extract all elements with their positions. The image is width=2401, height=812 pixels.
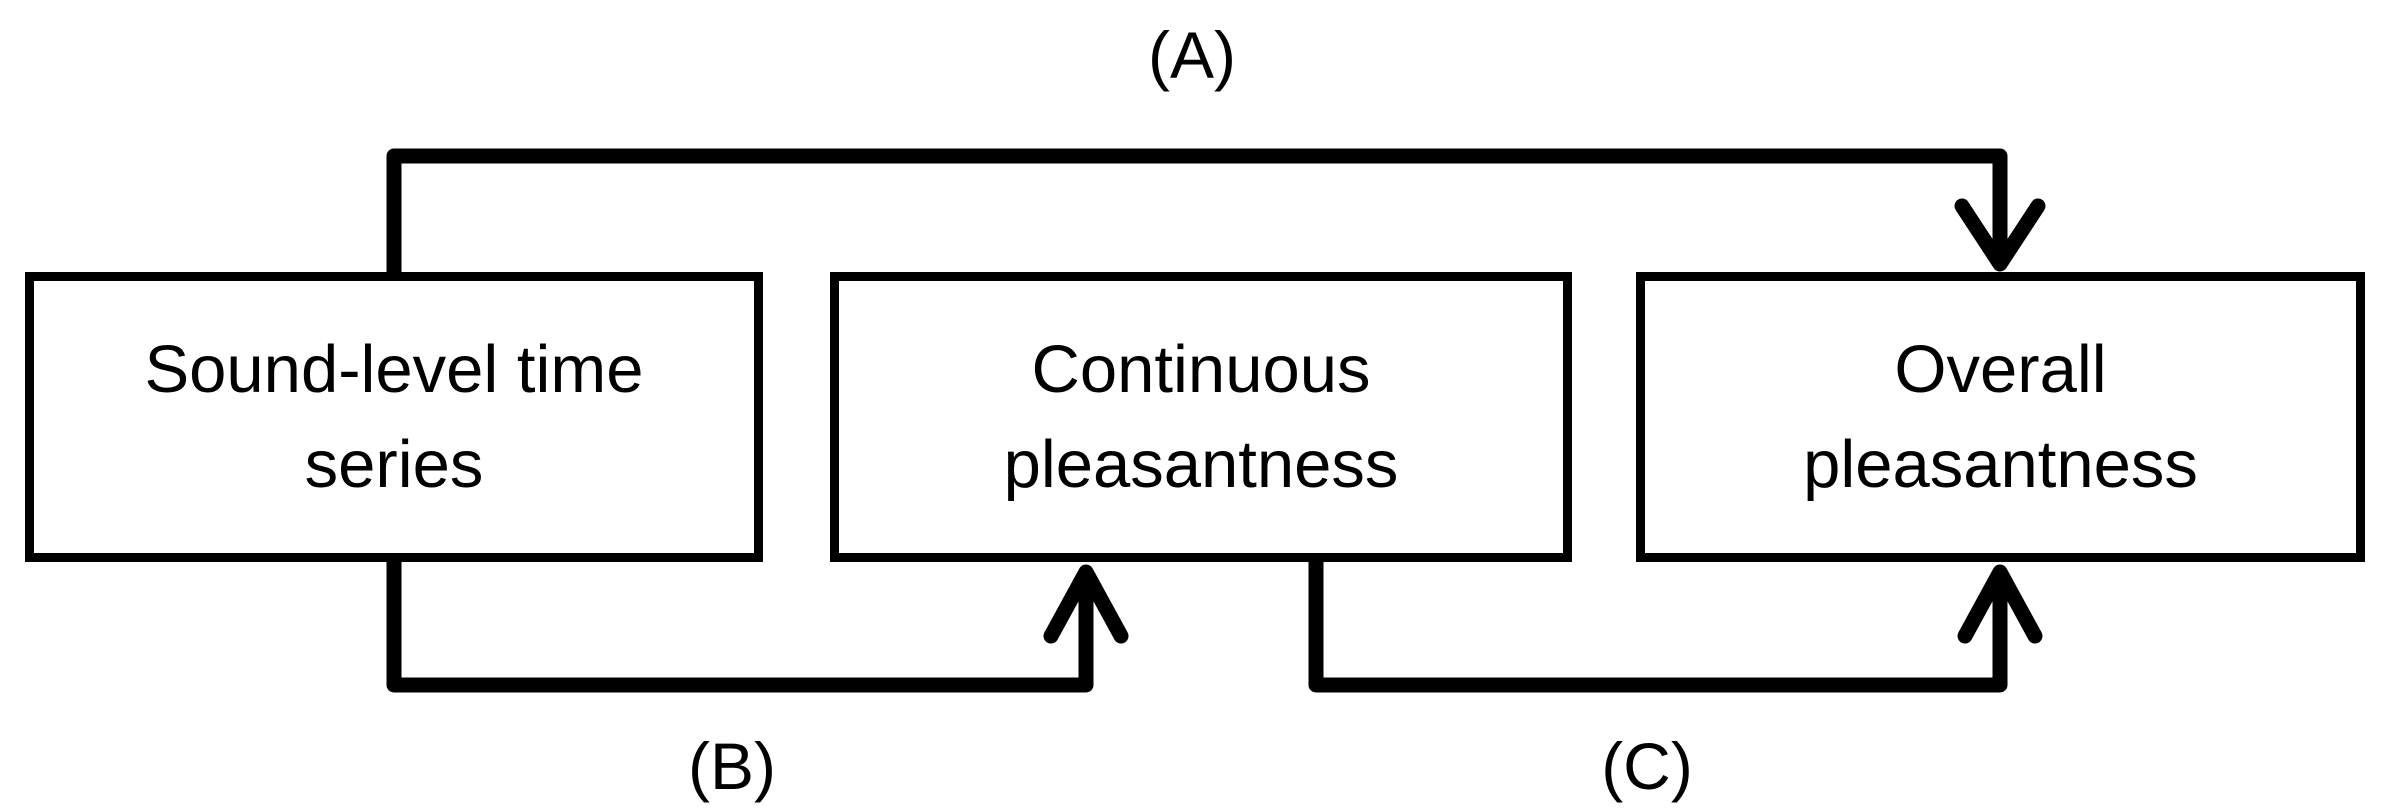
arrow-b-arrowhead-up-icon [1043, 564, 1129, 644]
arrow-c [1308, 552, 2043, 693]
arrow-b [386, 550, 1129, 693]
arrow-b-elbow-line [386, 550, 1094, 693]
box-sound-level-time-series-line1: Sound-level time [144, 332, 644, 407]
box-continuous-pleasantness-line2: pleasantness [1003, 427, 1399, 502]
arrow-a-arrowhead-down-icon [1954, 198, 2046, 272]
arrow-c-elbow-line [1308, 552, 2008, 693]
arrow-a-elbow-line [386, 148, 2008, 285]
arrow-a-label: (A) [1148, 18, 1236, 92]
box-sound-level-time-series: Sound-level time series [25, 272, 763, 562]
arrow-b-label: (B) [688, 729, 776, 803]
arrow-c-label: (C) [1601, 729, 1693, 803]
box-overall-pleasantness: Overall pleasantness [1636, 272, 2365, 562]
box-continuous-pleasantness-line1: Continuous [1031, 332, 1371, 407]
box-overall-pleasantness-line1: Overall [1894, 332, 2107, 407]
arrow-a [386, 148, 2046, 285]
box-overall-pleasantness-line2: pleasantness [1803, 427, 2198, 502]
arrow-c-arrowhead-up-icon [1957, 564, 2043, 644]
box-continuous-pleasantness: Continuous pleasantness [830, 272, 1572, 562]
box-sound-level-time-series-line2: series [304, 427, 484, 502]
